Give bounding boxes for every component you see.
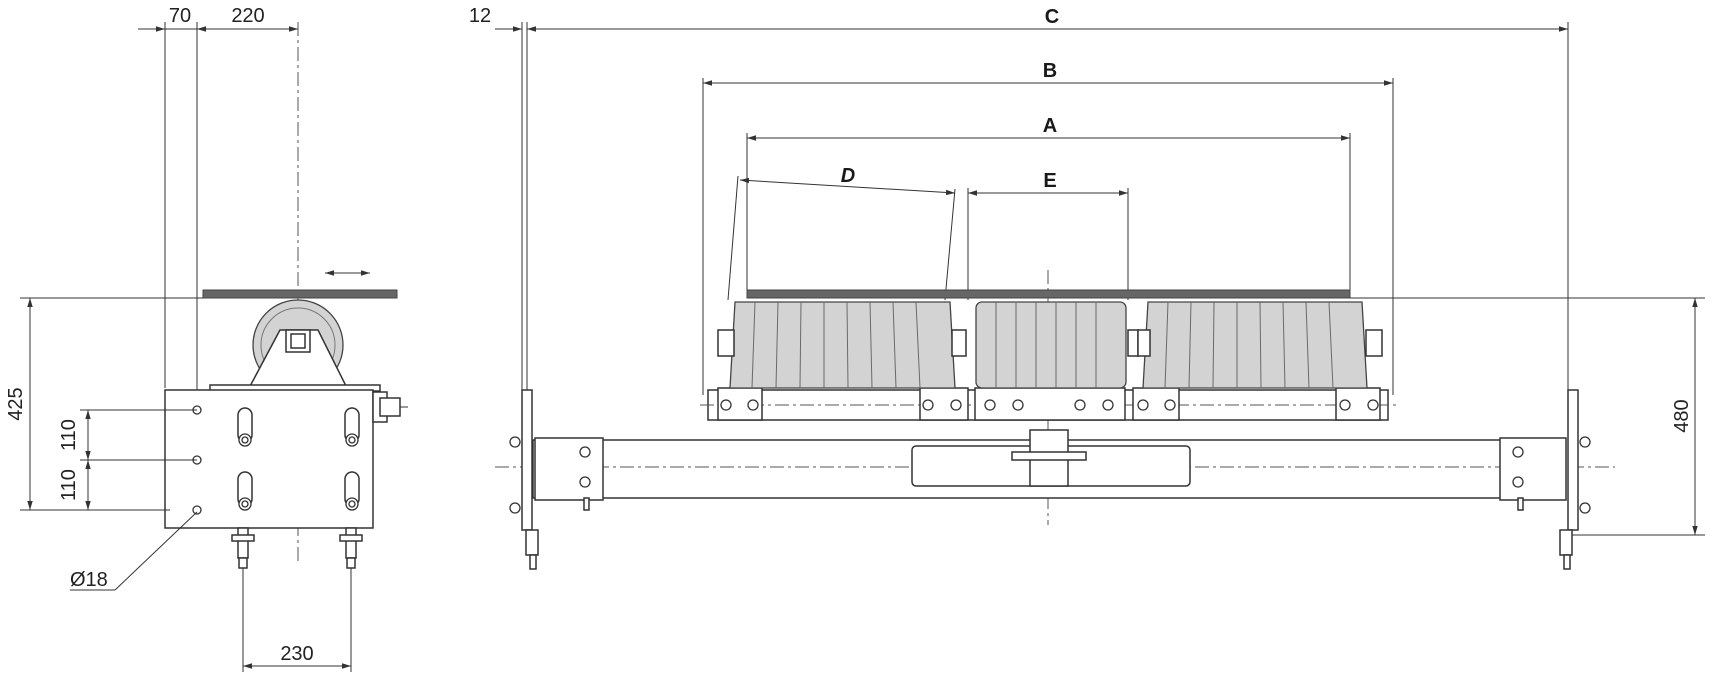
dim-E: E bbox=[1043, 170, 1056, 192]
dim-110-bottom: 110 bbox=[58, 469, 80, 501]
front-view: 12 C B A D E 480 bbox=[469, 5, 1705, 570]
left-end-plate bbox=[521, 389, 533, 531]
dim-110-top: 110 bbox=[58, 419, 80, 451]
dim-480: 480 bbox=[1671, 399, 1693, 432]
center-roller bbox=[975, 301, 1139, 389]
dim-hole-diameter: Ø18 bbox=[70, 569, 108, 591]
left-roller bbox=[717, 301, 967, 389]
right-end-plate bbox=[1567, 389, 1579, 531]
dim-B: B bbox=[1043, 60, 1057, 82]
dim-230: 230 bbox=[280, 643, 313, 665]
dim-12: 12 bbox=[469, 5, 491, 27]
dim-70: 70 bbox=[169, 5, 191, 27]
dim-D: D bbox=[841, 165, 855, 187]
side-belt bbox=[202, 289, 398, 299]
side-view: 70 220 bbox=[5, 5, 408, 672]
front-belt bbox=[746, 289, 1351, 299]
right-roller bbox=[1137, 301, 1383, 389]
mount-hole bbox=[192, 505, 202, 515]
upper-bolts bbox=[720, 399, 1379, 411]
dim-220: 220 bbox=[231, 5, 264, 27]
dim-A: A bbox=[1043, 115, 1057, 137]
dim-425: 425 bbox=[5, 387, 27, 420]
dim-C: C bbox=[1045, 6, 1059, 28]
